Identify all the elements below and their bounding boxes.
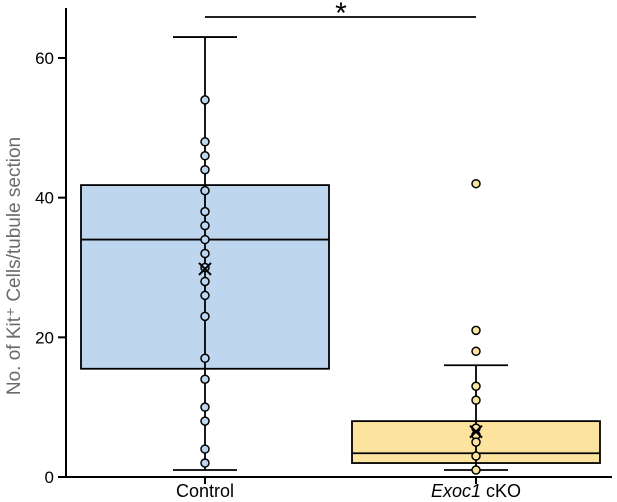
data-point-0-14 xyxy=(200,374,210,384)
data-point-0-10 xyxy=(200,276,210,287)
data-point-0-0 xyxy=(200,95,210,105)
data-point-0-7 xyxy=(200,234,210,245)
data-point-0-8 xyxy=(200,248,210,259)
y-tick-label-60: 60 xyxy=(35,49,54,68)
data-point-0-12 xyxy=(200,311,210,322)
category-label-control: Control xyxy=(176,481,234,501)
data-point-0-13 xyxy=(200,353,210,364)
data-point-0-2 xyxy=(200,151,210,161)
data-point-1-0 xyxy=(471,178,481,189)
y-tick-label-20: 20 xyxy=(35,328,54,347)
data-point-1-8 xyxy=(471,451,481,461)
data-point-0-1 xyxy=(200,137,210,147)
data-point-0-16 xyxy=(200,416,210,426)
data-point-1-4 xyxy=(471,395,481,405)
category-label-exoc1-cko: Exoc1 cKO xyxy=(431,481,521,501)
data-point-1-2 xyxy=(471,346,481,357)
category-label-italic-part: Exoc1 xyxy=(431,481,481,501)
data-point-1-1 xyxy=(471,325,481,336)
data-point-1-7 xyxy=(471,437,481,447)
data-point-1-3 xyxy=(471,381,481,391)
data-point-0-6 xyxy=(200,220,210,231)
data-point-0-15 xyxy=(200,402,210,412)
mean-marker-1 xyxy=(469,424,483,439)
significance-marker: * xyxy=(335,0,347,30)
plot-area: 0 20 40 60 xyxy=(35,8,612,487)
data-point-0-3 xyxy=(200,164,210,175)
data-point-1-9 xyxy=(471,465,481,475)
data-point-0-18 xyxy=(200,458,210,468)
data-point-0-17 xyxy=(200,444,210,454)
data-point-0-11 xyxy=(200,290,210,301)
mean-marker-0 xyxy=(198,262,212,276)
y-tick-label-40: 40 xyxy=(35,189,54,208)
y-tick-label-0: 0 xyxy=(45,468,54,487)
y-axis-label: No. of Kit⁺ Cells/tubule section xyxy=(4,137,25,395)
data-point-0-5 xyxy=(200,206,210,217)
data-point-0-4 xyxy=(200,185,210,196)
category-label-rest-part: cKO xyxy=(481,481,521,501)
